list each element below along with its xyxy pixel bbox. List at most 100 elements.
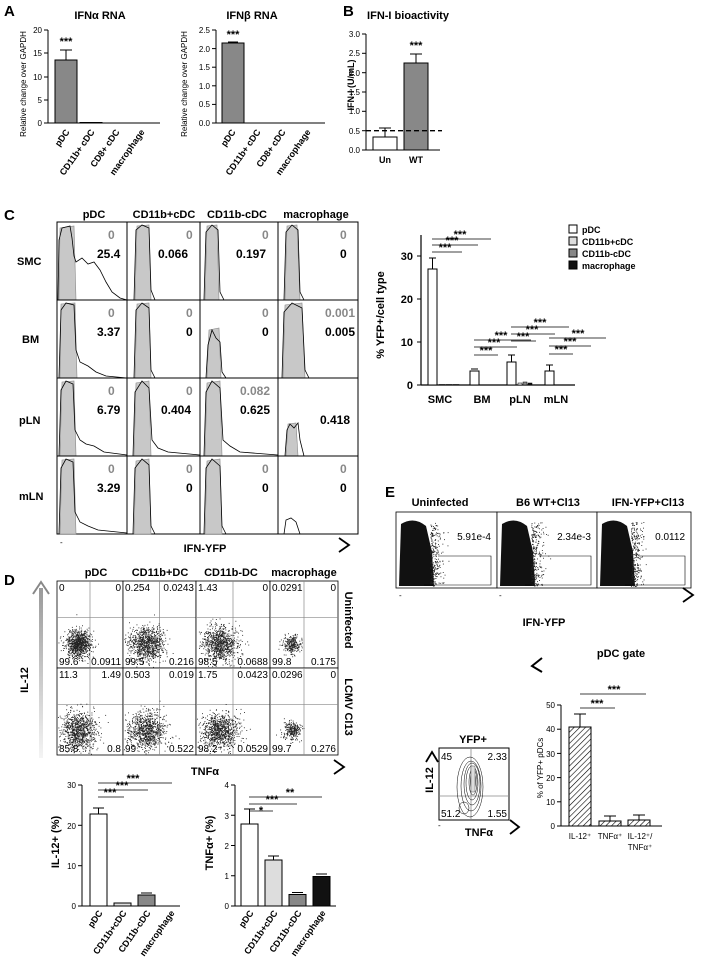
e-flow-cell: 5.91e-4	[395, 511, 498, 589]
chart-a2: IFNβ RNA Relative change over GAPDH 0.0 …	[180, 10, 325, 177]
chart-d-tnf: TNFα+ (%) 0 1 2 3 4 ** *** * pDC CD11b+c…	[204, 781, 336, 958]
chart-a1-ytick: 15	[33, 49, 42, 58]
e-bar-il12	[568, 726, 592, 827]
c-bar-xtick: mLN	[544, 394, 569, 406]
c-val-bottom: 0	[186, 481, 193, 495]
chart-a1-ytick: 20	[33, 26, 42, 35]
d-quad-ll: 99.6	[59, 657, 79, 668]
c-hist-bm-macrophage: 0.001 0.005	[277, 299, 359, 379]
c-legend-label: pDC	[582, 225, 601, 235]
chart-a2-ylabel: Relative change over GAPDH	[180, 31, 189, 137]
c-hist-smc-cd11bpos: 0 0.066	[126, 221, 201, 301]
d-tnf-sig: **	[286, 787, 295, 799]
c-val-bottom: 0.197	[236, 247, 266, 261]
e-panel-title: B6 WT+Cl13	[516, 497, 580, 509]
e-bar-ytick: 0	[551, 822, 556, 831]
c-val-top: 0	[186, 384, 193, 398]
panel-label-b: B	[343, 3, 354, 20]
chart-b-ytick: 1.5	[349, 88, 361, 97]
c-hist-smc-macrophage: 0 0	[277, 221, 359, 301]
d-tnf-ytick: 2	[225, 842, 230, 851]
c-bar-sig: ***	[488, 337, 502, 349]
c-val-bottom: 0.005	[325, 325, 355, 339]
chart-a2-ytick: 1.0	[199, 82, 211, 91]
e-bar-xtick: TNFα⁺	[628, 843, 652, 852]
d-quad-ll: 99.7	[272, 744, 292, 755]
e-contour-q: 1.55	[488, 809, 508, 820]
d-quad-ul: 0	[59, 583, 65, 594]
d-il12-bar-cd11bneg	[137, 894, 156, 907]
chart-a1-star: ***	[60, 36, 74, 48]
d-quad-ll: 98.2	[198, 744, 218, 755]
e-contour-title: YFP+	[459, 734, 487, 746]
d-quad-lr: 0.0911	[91, 657, 121, 668]
c-val-top: 0.082	[240, 384, 270, 398]
d-quad-ul: 0.254	[125, 583, 150, 594]
e-bar-ylabel: % of YFP+ pDCs	[536, 738, 545, 799]
chart-b-ticks: 0.0 0.5 1.0 1.5 2.0 2.5 3.0	[349, 30, 366, 155]
d-quad-ul: 11.3	[59, 670, 78, 681]
d-quad-lr: 0.0688	[237, 657, 268, 668]
d-quad-ur: 0	[262, 583, 268, 594]
d-quad-lr: 0.8	[107, 744, 121, 755]
d-row-label: Uninfected	[342, 592, 354, 649]
c-bar-sig: ***	[564, 336, 578, 348]
c-row-label: pLN	[19, 415, 40, 427]
e-bar-sig: ***	[608, 684, 622, 696]
panel-d-flow: pDC CD11b+DC CD11b-DC macrophage Uninfec…	[19, 567, 354, 778]
d-col-header: CD11b-DC	[204, 567, 258, 579]
c-bar-mln-pdc	[544, 370, 555, 386]
c-hist-bm-cd11bneg: 0 0	[199, 299, 279, 379]
d-quad-ll: 85.8	[59, 744, 79, 755]
chart-a1-bar-cd11b	[79, 122, 103, 124]
d-il12-ytick: 0	[72, 902, 77, 911]
panel-label-c: C	[4, 207, 15, 224]
c-val-top: 0	[108, 228, 115, 242]
c-bar-sig: ***	[572, 328, 586, 340]
c-row-label: SMC	[17, 256, 42, 268]
e-bar-both	[627, 819, 651, 827]
d-il12-sig: ***	[127, 773, 141, 785]
c-hist-mln-cd11bpos: 0 0	[126, 455, 201, 535]
chart-a2-xtick: pDC	[219, 127, 238, 148]
e-bar-ytick: 50	[546, 701, 555, 710]
c-hist-pln-macrophage: 0.418	[277, 377, 359, 457]
d-tnf-sig: *	[259, 805, 264, 817]
chart-b-ylabel: IFN-I (U/mL)	[346, 60, 356, 111]
chart-b: IFN-I bioactivity IFN-I (U/mL) 0.0 0.5 1…	[346, 10, 450, 165]
d-tnf-ytick: 3	[225, 812, 230, 821]
d-il12-ytick: 30	[67, 781, 76, 790]
chart-a2-ytick: 2.5	[199, 26, 211, 35]
c-bar-pln-pdc	[506, 361, 517, 386]
chart-e-contour: YFP+ 45 2.33 51.2 1.55 IL-12 - TNFα	[424, 734, 521, 839]
d-quad-ur: 0	[115, 583, 121, 594]
c-val-top: 0	[186, 462, 193, 476]
e-xtick: -	[499, 591, 502, 600]
chart-a2-star: ***	[227, 29, 241, 41]
d-xlabel: TNFα	[191, 766, 219, 778]
e-contour-ylabel: IL-12	[424, 767, 436, 793]
panel-label-e: E	[385, 484, 395, 501]
panel-e-flow: Uninfected B6 WT+Cl13 IFN-YFP+Cl13 5.91e…	[395, 497, 695, 673]
c-legend-label: CD11b+cDC	[582, 237, 634, 247]
d-il12-xtick: pDC	[86, 908, 105, 929]
d-quad-ll: 98.5	[198, 657, 218, 668]
chart-b-ytick: 1.0	[349, 107, 361, 116]
c-hist-bm-pdc: 0 3.37	[56, 299, 128, 379]
e-bar-tnf	[598, 820, 622, 827]
c-bar-sig: ***	[480, 345, 494, 357]
chart-a2-ytick: 0.5	[199, 100, 211, 109]
chart-a2-bar-pdc	[221, 42, 245, 124]
c-col-header: CD11b+cDC	[133, 209, 196, 221]
chart-a2-ytick: 2.0	[199, 45, 211, 54]
c-bar-ytick: 30	[401, 251, 413, 263]
c-bar-sig: ***	[517, 331, 531, 343]
c-bar-sig: ***	[454, 229, 468, 241]
d-quad-ur: 0	[330, 670, 336, 681]
d-quad-lr: 0.175	[311, 657, 336, 668]
c-val-top: 0	[108, 384, 115, 398]
